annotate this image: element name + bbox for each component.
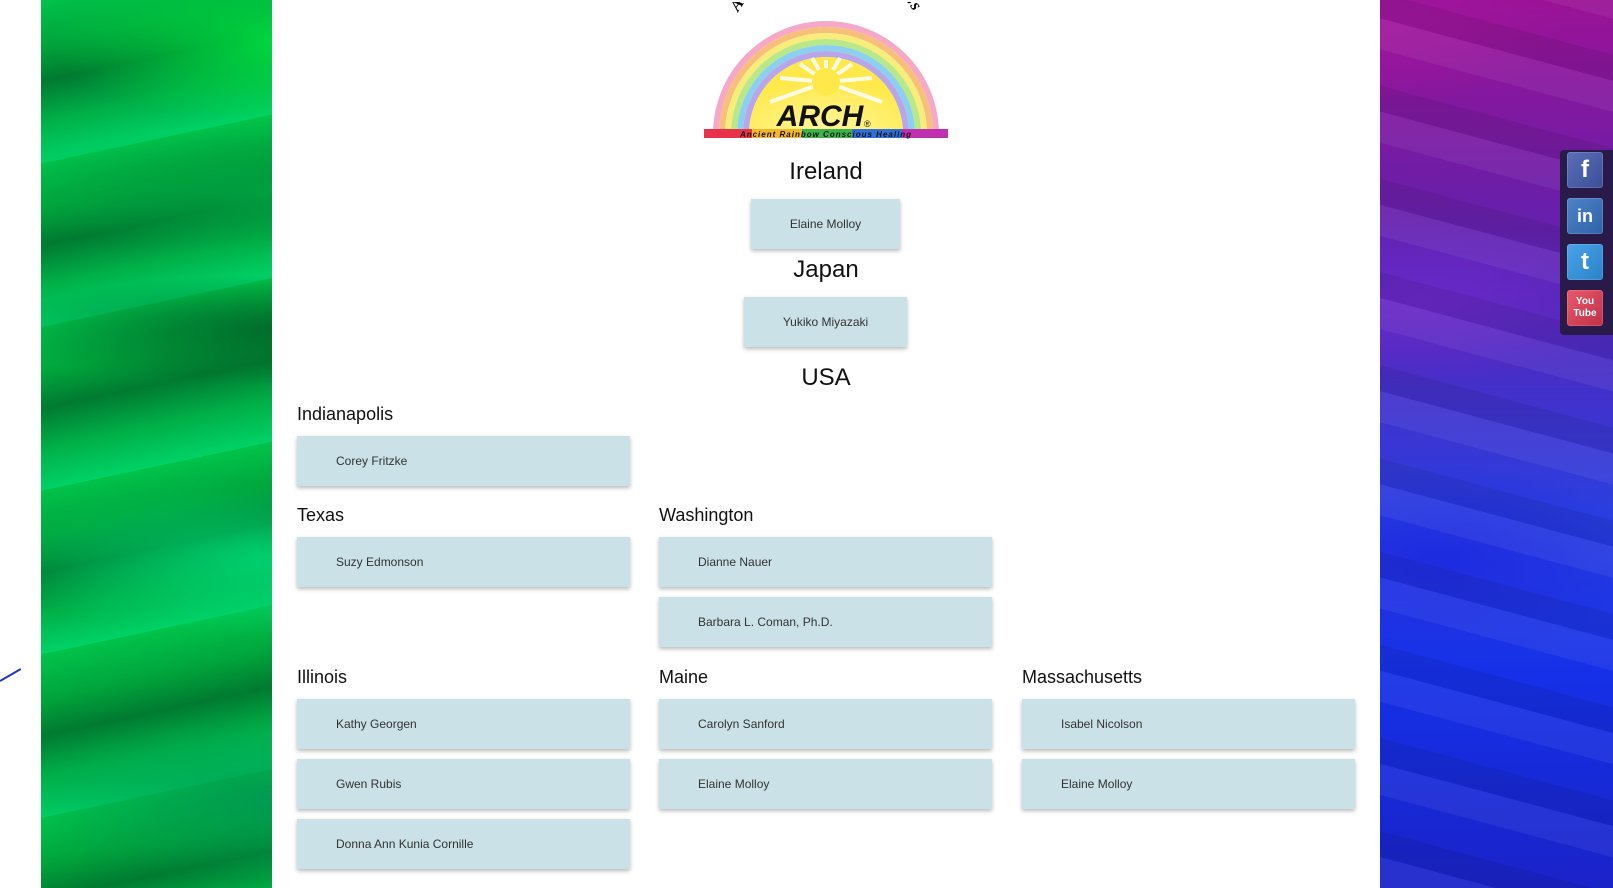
person-card[interactable]: Carolyn Sanford <box>659 699 992 749</box>
main-content: A Bridge Back To Oneness ARCH ® Ancient … <box>272 0 1380 888</box>
country-heading-usa: USA <box>801 364 851 391</box>
person-card[interactable]: Yukiko Miyazaki <box>744 297 907 347</box>
person-card[interactable]: Donna Ann Kunia Cornille <box>297 819 630 869</box>
facebook-icon[interactable]: f <box>1567 152 1603 188</box>
person-card[interactable]: Elaine Molloy <box>751 199 900 249</box>
logo-tagline: Ancient Rainbow Conscious Healing <box>739 130 912 139</box>
country-heading-ireland: Ireland <box>789 158 863 185</box>
logo-arc-text: A Bridge Back To Oneness <box>725 2 926 15</box>
green-wave-background <box>41 0 272 888</box>
region-heading-massachusetts: Massachusetts <box>1022 667 1143 687</box>
person-card[interactable]: Elaine Molloy <box>1022 759 1355 809</box>
svg-text:A Bridge Back To Oneness: A Bridge Back To Oneness <box>725 2 927 15</box>
page-left-margin <box>0 0 41 888</box>
logo-name: ARCH <box>776 100 865 133</box>
region-heading-texas: Texas <box>297 505 345 525</box>
person-card[interactable]: Suzy Edmonson <box>297 537 630 587</box>
twitter-icon[interactable]: t <box>1567 244 1603 280</box>
person-card[interactable]: Dianne Nauer <box>659 537 992 587</box>
region-heading-maine: Maine <box>659 667 709 687</box>
person-card[interactable]: Gwen Rubis <box>297 759 630 809</box>
logo-registered-mark: ® <box>864 119 871 129</box>
youtube-icon[interactable]: You Tube <box>1567 290 1603 326</box>
person-card[interactable]: Elaine Molloy <box>659 759 992 809</box>
region-heading-illinois: Illinois <box>297 667 348 687</box>
region-heading-indianapolis: Indianapolis <box>297 404 394 424</box>
person-card[interactable]: Isabel Nicolson <box>1022 699 1355 749</box>
person-card[interactable]: Barbara L. Coman, Ph.D. <box>659 597 992 647</box>
region-heading-washington: Washington <box>659 505 754 525</box>
arch-logo[interactable]: A Bridge Back To Oneness ARCH ® Ancient … <box>702 2 950 142</box>
person-card[interactable]: Kathy Georgen <box>297 699 630 749</box>
social-sidebar: f in t You Tube <box>1560 150 1613 335</box>
person-card[interactable]: Corey Fritzke <box>297 436 630 486</box>
linkedin-icon[interactable]: in <box>1567 198 1603 234</box>
purple-blue-wave-background <box>1380 0 1613 888</box>
country-heading-japan: Japan <box>793 256 859 283</box>
youtube-icon-tube: Tube <box>1573 308 1597 319</box>
youtube-icon-you: You <box>1575 296 1595 307</box>
